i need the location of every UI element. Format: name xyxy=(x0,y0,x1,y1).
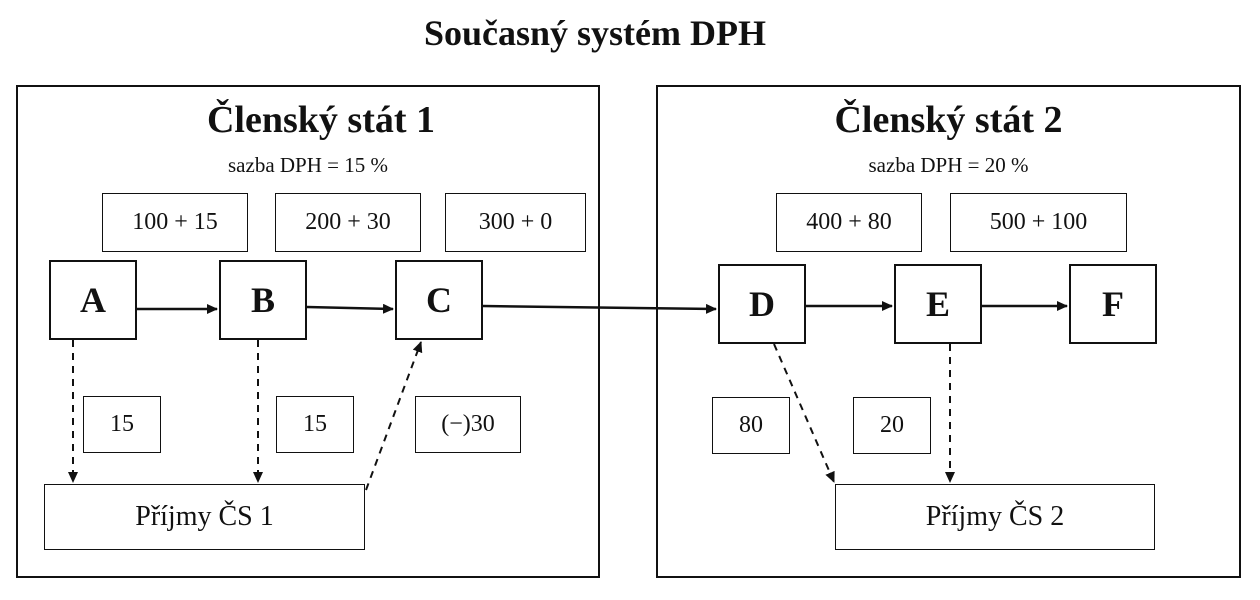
flow-box-b: 15 xyxy=(276,396,354,453)
node-d: D xyxy=(718,264,806,344)
amount-box-e: 500 + 100 xyxy=(950,193,1127,252)
diagram-title: Současný systém DPH xyxy=(423,13,767,53)
arrow-b-to-c xyxy=(306,303,394,314)
node-c: C xyxy=(395,260,483,340)
node-e: E xyxy=(894,264,982,344)
dashed-arrow-revenue-to-c xyxy=(365,341,423,491)
node-f: F xyxy=(1069,264,1157,344)
flow-box-a: 15 xyxy=(83,396,161,453)
amount-box-b: 200 + 30 xyxy=(275,193,421,252)
member-state-2-title: Členský stát 2 xyxy=(834,99,1063,141)
revenue-box-state-1: Příjmy ČS 1 xyxy=(44,484,365,550)
amount-box-d: 400 + 80 xyxy=(776,193,922,252)
dashed-arrow-d-to-revenue xyxy=(773,343,835,483)
member-state-1-vat-rate: sazba DPH = 15 % xyxy=(228,153,388,177)
flow-box-d: 80 xyxy=(712,397,790,454)
flow-box-c: (−)30 xyxy=(415,396,521,453)
amount-box-a: 100 + 15 xyxy=(102,193,248,252)
revenue-box-state-2: Příjmy ČS 2 xyxy=(835,484,1155,550)
flow-box-e: 20 xyxy=(853,397,931,454)
amount-box-c: 300 + 0 xyxy=(445,193,586,252)
member-state-1-title: Členský stát 1 xyxy=(206,99,436,141)
node-a: A xyxy=(49,260,137,340)
arrow-c-to-d xyxy=(482,303,717,314)
member-state-2-vat-rate: sazba DPH = 20 % xyxy=(868,153,1029,177)
node-b: B xyxy=(219,260,307,340)
